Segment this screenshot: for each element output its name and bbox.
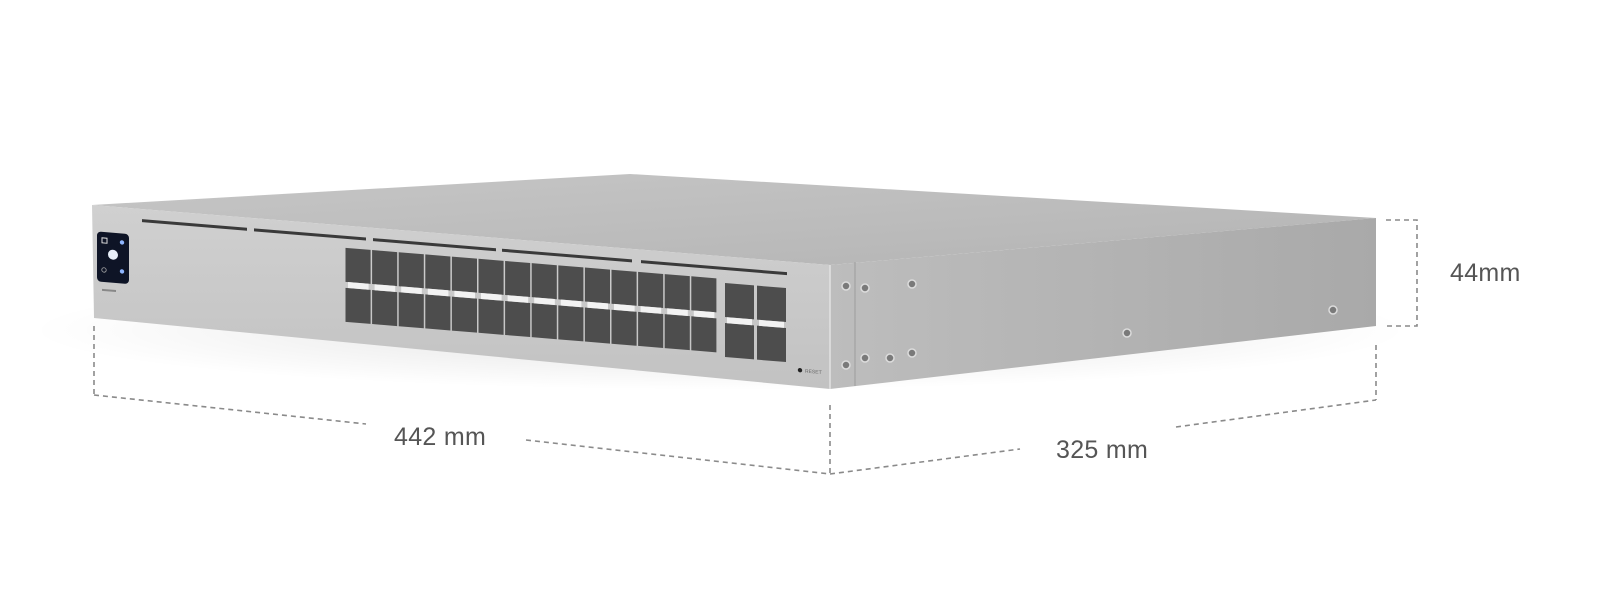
chassis-side — [830, 218, 1376, 389]
sfp-port[interactable] — [425, 254, 451, 291]
height-dim-bracket — [1386, 219, 1418, 327]
sfp-port[interactable] — [611, 309, 637, 346]
sfp-port[interactable] — [558, 265, 584, 302]
port-latch — [727, 317, 752, 326]
port-latch — [614, 303, 635, 312]
depth-dimension-label: 325 mm — [1056, 436, 1149, 464]
width-dim-line-right — [525, 439, 831, 475]
screw-icon — [841, 281, 851, 291]
sfp-port[interactable] — [611, 269, 637, 306]
sfp-port[interactable] — [451, 256, 477, 293]
reset-button[interactable] — [797, 368, 803, 373]
width-dimension-label: 442 mm — [394, 423, 487, 451]
port-latch — [587, 301, 608, 310]
port-latch — [401, 286, 422, 295]
screw-icon — [1328, 305, 1338, 315]
sfp-port[interactable] — [691, 276, 717, 313]
sfp-port[interactable] — [584, 267, 610, 304]
sfp-port[interactable] — [372, 250, 398, 287]
sfp-port[interactable] — [505, 300, 531, 338]
screw-icon — [1122, 328, 1132, 338]
port-latch — [427, 288, 449, 297]
dimension-lines — [93, 219, 1418, 475]
sfp-port[interactable] — [664, 314, 690, 351]
sfp-port[interactable] — [345, 287, 371, 324]
sfp-port[interactable] — [505, 260, 531, 298]
port-latch — [640, 306, 662, 314]
port-latch — [507, 295, 529, 303]
sfp-port[interactable] — [664, 274, 690, 311]
screw-icon — [860, 353, 870, 363]
depth-dim-line-right — [1175, 399, 1377, 428]
sfp-port[interactable] — [638, 271, 664, 308]
port-latch — [667, 308, 688, 316]
uplink-port[interactable] — [757, 325, 786, 363]
sfp-port[interactable] — [638, 311, 664, 348]
screw-icon — [885, 353, 895, 363]
front-panel: RESET — [97, 219, 822, 376]
port-latch — [374, 284, 396, 292]
sfp-port[interactable] — [691, 316, 717, 353]
port-latch — [454, 290, 475, 299]
screw-icon — [860, 283, 870, 293]
screw-icon — [907, 348, 917, 358]
sfp-port[interactable] — [478, 298, 504, 335]
depth-dim-line-left — [829, 448, 1021, 475]
port-latch — [693, 310, 715, 319]
port-latch — [348, 282, 369, 290]
sfp-port[interactable] — [558, 305, 584, 342]
port-latch — [759, 319, 784, 328]
chassis-top — [92, 174, 1376, 265]
sfp-port[interactable] — [584, 307, 610, 344]
sfp-port[interactable] — [372, 290, 398, 327]
sfp-port[interactable] — [531, 263, 557, 300]
uplink-port[interactable] — [725, 323, 754, 360]
screw-icon — [841, 360, 851, 370]
sfp-port[interactable] — [531, 303, 557, 340]
port-latch — [534, 297, 555, 306]
sfp-port[interactable] — [451, 296, 477, 333]
width-dim-line-left — [93, 394, 367, 425]
sfp-port[interactable] — [398, 292, 424, 329]
sfp-port[interactable] — [345, 247, 371, 284]
sfp-port[interactable] — [478, 258, 504, 295]
uplink-port[interactable] — [725, 283, 754, 320]
uplink-port[interactable] — [757, 285, 786, 323]
reset-label: RESET — [805, 369, 822, 376]
sfp-port[interactable] — [398, 252, 424, 289]
touchscreen-display[interactable] — [97, 231, 129, 284]
port-latch — [481, 292, 502, 301]
sfp-port[interactable] — [425, 294, 451, 331]
rack-screws — [841, 279, 1338, 370]
screw-icon — [907, 279, 917, 289]
port-latch — [560, 299, 582, 308]
height-dimension-label: 44mm — [1450, 259, 1521, 287]
